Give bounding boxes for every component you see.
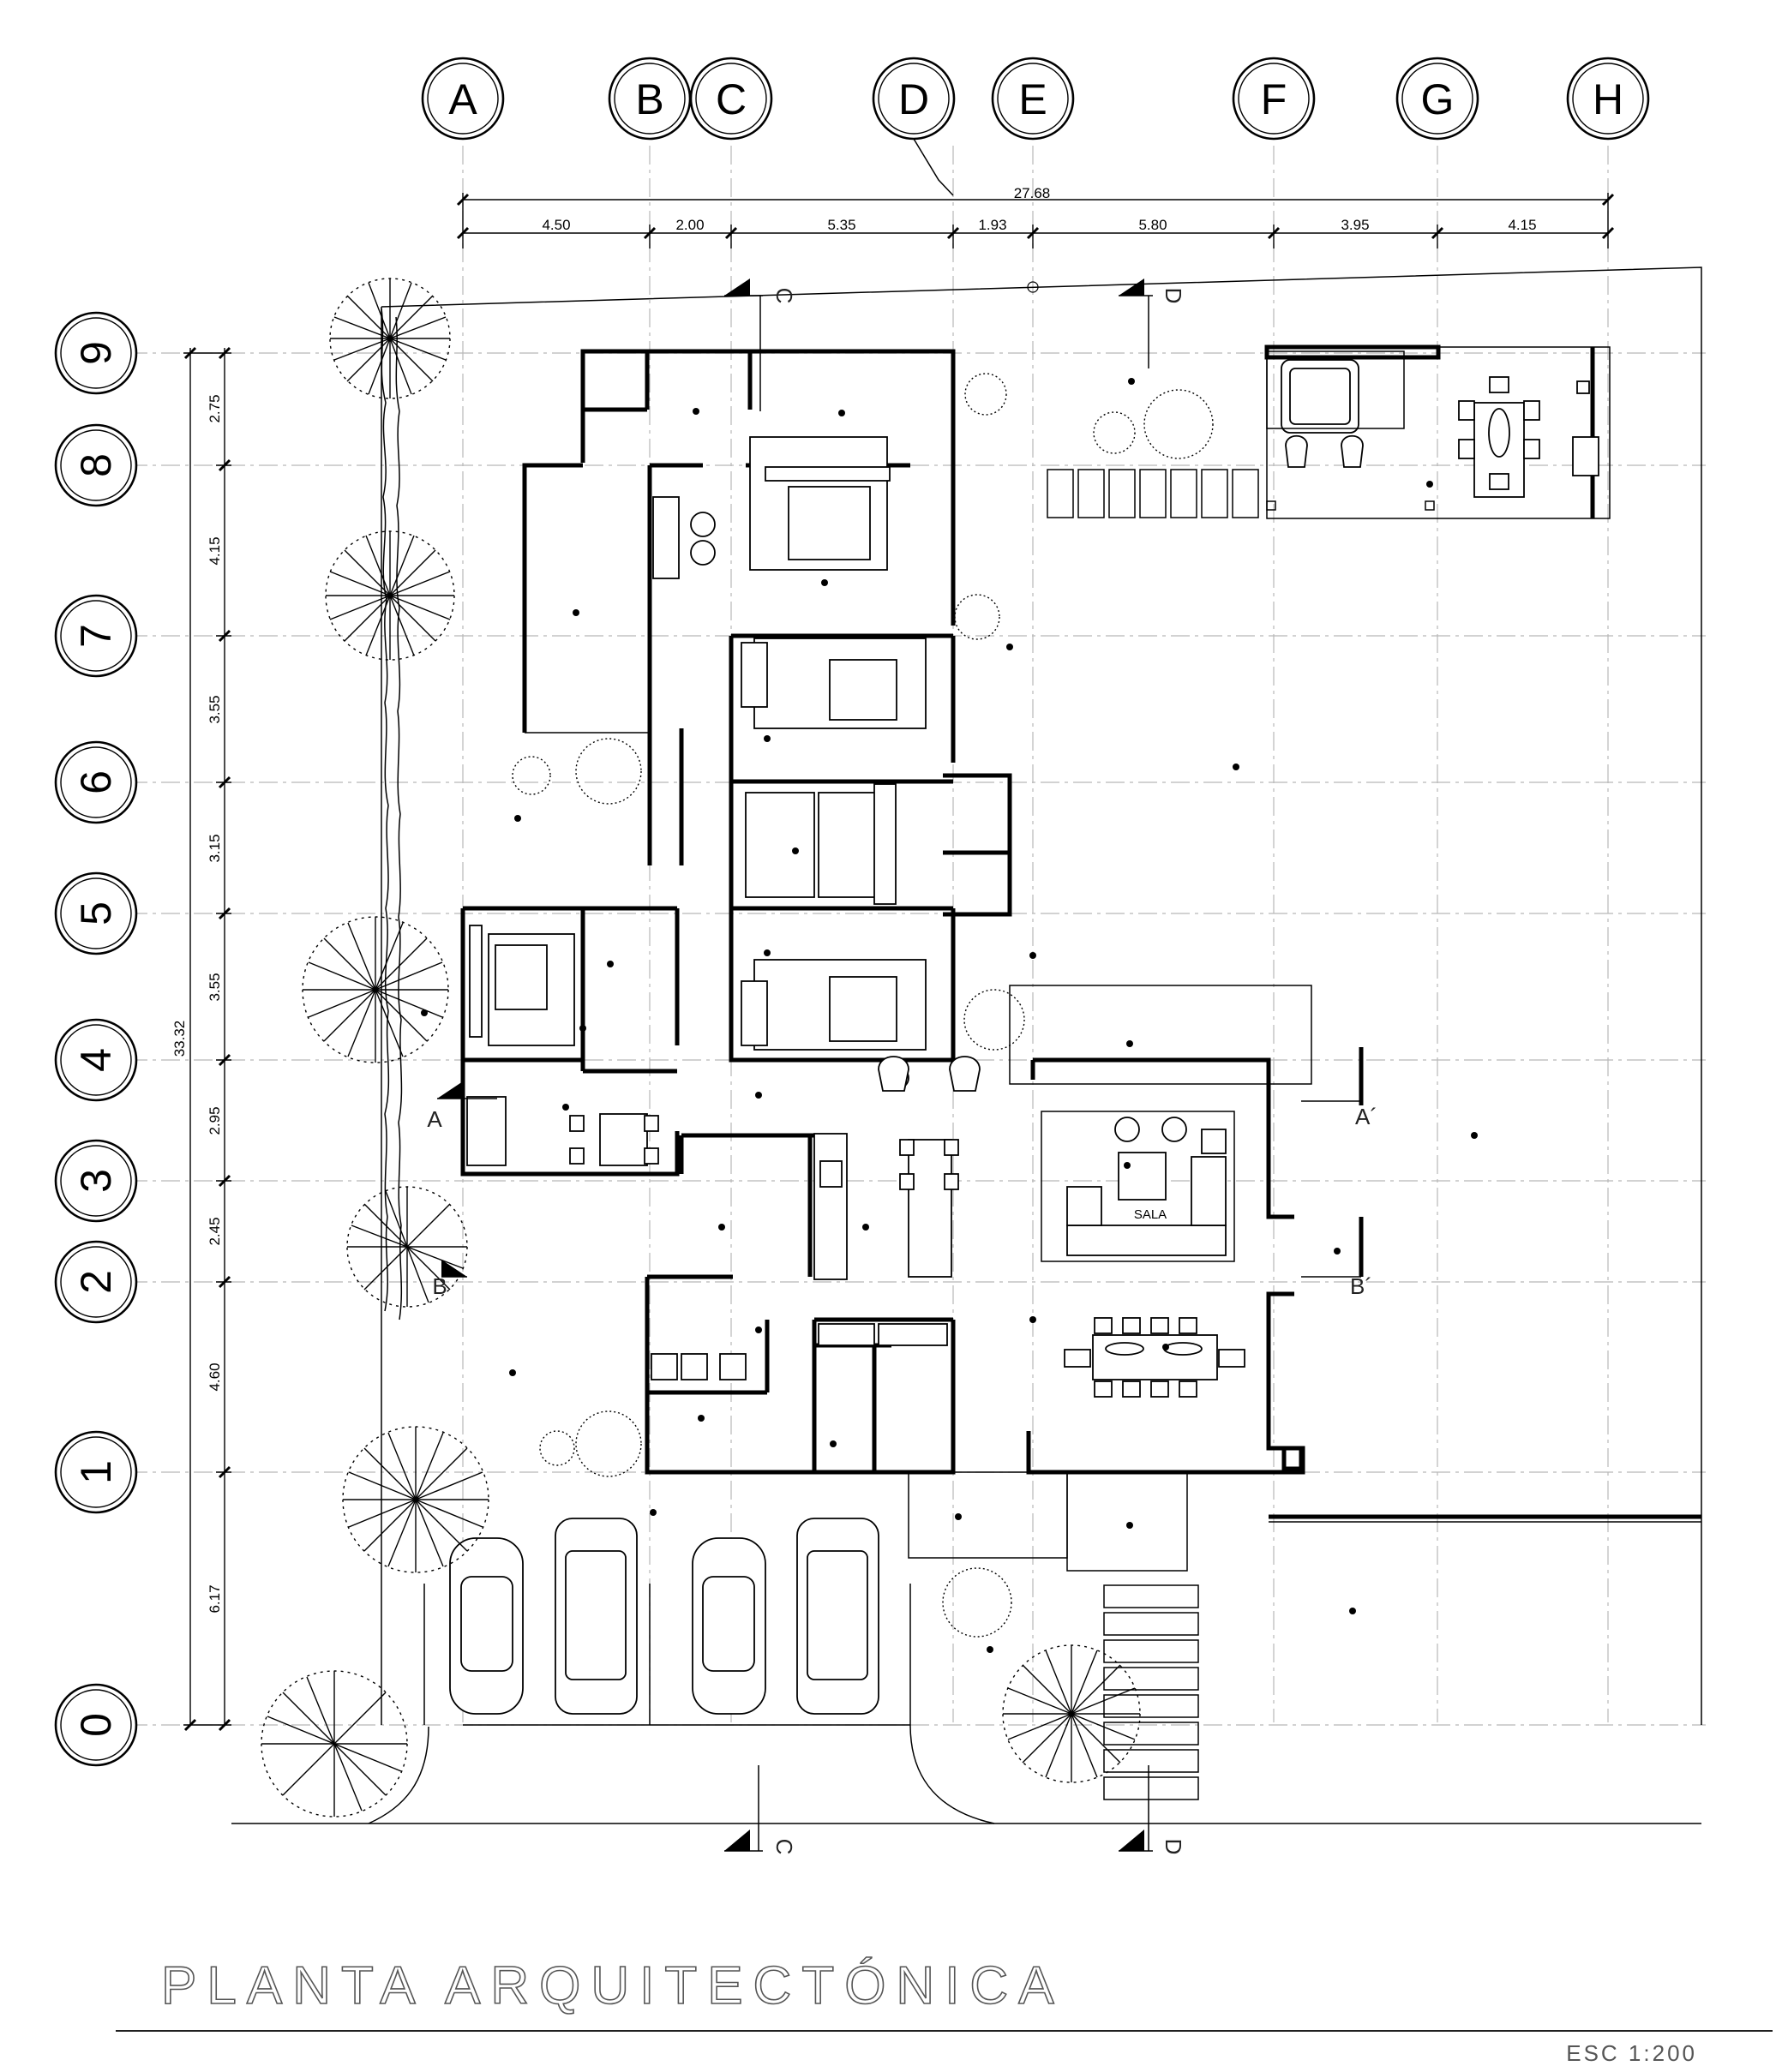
grid-bubble-G: G (1395, 57, 1479, 141)
grid-label-8: 8 (72, 453, 120, 477)
tree-symbol (342, 1426, 489, 1573)
drawing-scale: ESC 1:200 (1566, 2040, 1697, 2066)
tree-symbol (325, 530, 455, 661)
dim-overall-width: 27.68 (1014, 185, 1051, 201)
shrub-symbols (512, 373, 1214, 1638)
tree-symbol (261, 1670, 408, 1817)
room-label-sala: SALA (1134, 1207, 1167, 1222)
tree-symbol (1002, 1644, 1141, 1783)
grid-bubble-8: 8 (54, 423, 138, 507)
dim-row-98: 2.75 (207, 394, 223, 422)
dim-col-gh: 4.15 (1508, 217, 1536, 233)
tree-symbols (261, 278, 1214, 1817)
grid-bubble-2: 2 (54, 1240, 138, 1324)
grid-bubble-C: C (689, 57, 773, 141)
section-cut-D-bottom: D (1161, 1839, 1186, 1855)
dim-row-10: 6.17 (207, 1584, 223, 1613)
grid-label-2: 2 (72, 1270, 120, 1294)
grid-label-3: 3 (72, 1169, 120, 1193)
dim-row-43: 2.95 (207, 1106, 223, 1135)
section-cut-C-top: C (771, 288, 797, 304)
grid-bubble-E: E (991, 57, 1075, 141)
grid-bubble-B: B (608, 57, 692, 141)
section-cut-A-left: A (427, 1106, 442, 1132)
grid-label-C: C (716, 75, 747, 123)
grid-label-B: B (635, 75, 663, 123)
grid-label-0: 0 (72, 1713, 120, 1737)
tree-symbol (346, 1186, 468, 1308)
grid-bubble-0: 0 (54, 1683, 138, 1767)
dim-col-fg: 3.95 (1341, 217, 1369, 233)
vertical-dimensions: 33.32 2.75 4.15 3.55 3.15 3.55 2.95 2.45… (171, 346, 231, 1732)
grid-bubble-9: 9 (54, 311, 138, 395)
pavilion (1047, 344, 1611, 519)
grid-label-1: 1 (72, 1460, 120, 1484)
dim-col-cd: 5.35 (827, 217, 855, 233)
tree-symbol (302, 916, 449, 1063)
dim-row-65: 3.15 (207, 834, 223, 862)
grid-bubble-3: 3 (54, 1139, 138, 1223)
dim-col-ef: 5.80 (1138, 217, 1167, 233)
dim-row-21: 4.60 (207, 1362, 223, 1391)
grid-bubble-1: 1 (54, 1430, 138, 1514)
section-cut-B-left: B (432, 1273, 447, 1299)
dim-row-87: 4.15 (207, 536, 223, 565)
grid-label-D: D (898, 75, 929, 123)
grid-label-9: 9 (72, 341, 120, 365)
drawing-title: PLANTA ARQUITECTÓNICA (161, 1956, 1065, 2015)
grid-label-H: H (1593, 75, 1623, 123)
grid-bubble-5: 5 (54, 871, 138, 955)
grid-bubble-6: 6 (54, 740, 138, 824)
tree-symbol (329, 278, 451, 399)
dim-col-bc: 2.00 (675, 217, 704, 233)
parked-cars (449, 1518, 879, 1715)
grid-bubble-A: A (421, 57, 505, 141)
house-walls (460, 349, 1312, 1572)
grid-bubble-7: 7 (54, 594, 138, 678)
section-cut-A-right: A´ (1355, 1104, 1377, 1129)
grid-label-E: E (1018, 75, 1047, 123)
dim-col-de: 1.93 (978, 217, 1006, 233)
dim-row-32: 2.45 (207, 1217, 223, 1245)
section-cut-D-top: D (1161, 288, 1186, 304)
grid-bubble-F: F (1232, 57, 1316, 141)
level-markers (421, 281, 1478, 1653)
section-cut-markers: A A´ B B´ C C D D (427, 278, 1377, 1854)
grid-label-7: 7 (72, 624, 120, 648)
site-boundary (231, 266, 1702, 1824)
grid-bubble-D: D (872, 57, 956, 141)
grid-label-5: 5 (72, 901, 120, 925)
dim-overall-depth: 33.32 (171, 1021, 188, 1057)
grid-label-A: A (448, 75, 477, 123)
grid-label-F: F (1261, 75, 1287, 123)
column-grid-bubbles: A B C D E F G H (421, 57, 1650, 196)
grid-label-6: 6 (72, 770, 120, 794)
furniture: SALA (466, 436, 1245, 1398)
grid-lines (129, 146, 1706, 1726)
grid-bubble-4: 4 (54, 1018, 138, 1102)
grid-bubble-H: H (1566, 57, 1650, 141)
section-cut-B-right: B´ (1350, 1273, 1372, 1299)
section-cut-C-bottom: C (771, 1839, 797, 1855)
dim-col-ab: 4.50 (542, 217, 570, 233)
dim-row-76: 3.55 (207, 695, 223, 723)
entry-steps (1103, 1584, 1199, 1800)
dim-row-54: 3.55 (207, 973, 223, 1001)
horizontal-dimensions: 27.68 4.50 2.00 5.35 1.93 5.80 3.95 4.15 (456, 185, 1615, 249)
grid-label-4: 4 (72, 1048, 120, 1072)
row-grid-bubbles: 9 8 7 6 5 4 3 2 1 0 (54, 311, 138, 1767)
grid-label-G: G (1421, 75, 1455, 123)
